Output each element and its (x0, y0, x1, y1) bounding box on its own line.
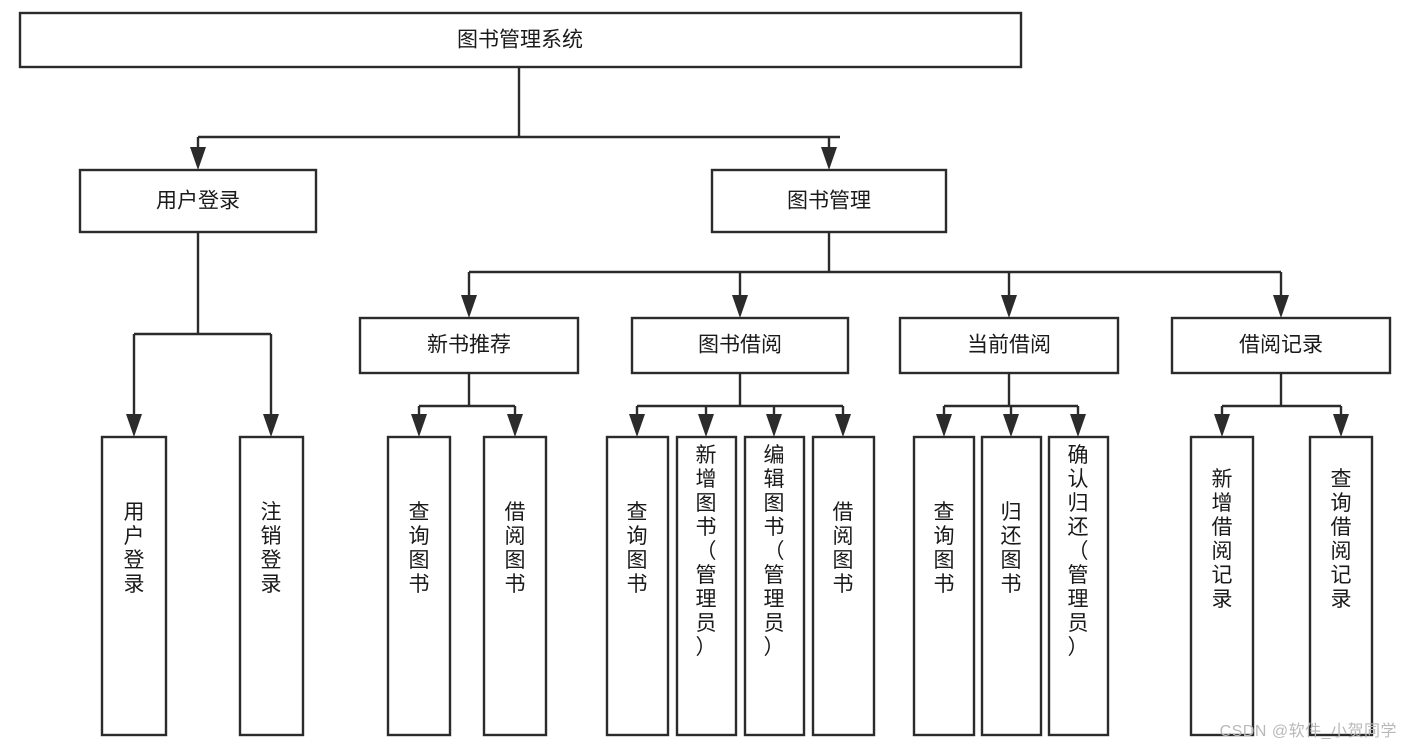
node-leaf-add-borrow-record-label: 新增借阅记录 (1212, 468, 1233, 611)
csdn-watermark: CSDN @软件_小贺同学 (1219, 723, 1397, 740)
arrow-icon (936, 414, 952, 437)
node-leaf-user-login-label: 用户登录 (124, 501, 145, 596)
connector-root-to-level1 (190, 67, 840, 170)
node-root[interactable]: 图书管理系统 (18, 11, 1023, 69)
node-leaf-borrow-book[interactable]: 借阅图书 (811, 435, 876, 737)
connector-book-borrow-to-leaves (629, 373, 851, 437)
node-book-borrow[interactable]: 图书借阅 (630, 316, 850, 375)
node-new-book-recommend-label: 新书推荐 (427, 334, 511, 357)
arrow-icon (732, 295, 748, 318)
connector-book-manage-to-level2 (461, 232, 1289, 318)
arrow-icon (1214, 414, 1230, 437)
arrow-icon (263, 414, 279, 437)
arrow-icon (190, 147, 206, 170)
node-leaf-add-book-admin-label: 新增图书（管理员） (696, 444, 717, 659)
arrow-icon (1333, 414, 1349, 437)
node-leaf-borrow-book-new-label: 借阅图书 (505, 501, 526, 596)
node-leaf-query-book-current-label: 查询图书 (934, 501, 955, 596)
node-current-borrow[interactable]: 当前借阅 (898, 316, 1120, 375)
node-user-login-label: 用户登录 (156, 190, 240, 213)
node-leaf-query-borrow-record[interactable]: 查询借阅记录 (1308, 435, 1374, 737)
node-leaf-logout-label: 注销登录 (261, 501, 282, 596)
node-leaf-add-borrow-record[interactable]: 新增借阅记录 (1189, 435, 1255, 737)
arrow-icon (1001, 295, 1017, 318)
arrow-icon (1003, 414, 1019, 437)
node-borrow-record[interactable]: 借阅记录 (1170, 316, 1392, 375)
node-leaf-return-book[interactable]: 归还图书 (980, 435, 1043, 737)
node-leaf-add-book-admin[interactable]: 新增图书（管理员） (675, 435, 738, 737)
node-leaf-query-book-new-label: 查询图书 (409, 501, 430, 596)
arrow-icon (126, 414, 142, 437)
arrow-icon (1273, 295, 1289, 318)
node-leaf-user-login[interactable]: 用户登录 (100, 435, 168, 737)
arrow-icon (461, 295, 477, 318)
node-book-manage-label: 图书管理 (787, 190, 871, 213)
node-leaf-logout[interactable]: 注销登录 (238, 435, 305, 737)
node-borrow-record-label: 借阅记录 (1239, 334, 1323, 357)
node-user-login[interactable]: 用户登录 (78, 168, 318, 234)
node-leaf-edit-book-admin[interactable]: 编辑图书（管理员） (743, 435, 806, 737)
arrow-icon (629, 414, 645, 437)
node-leaf-query-book-borrow-label: 查询图书 (627, 501, 648, 596)
node-leaf-confirm-return-admin-label: 确认归还（管理员） (1068, 444, 1089, 659)
arrow-icon (766, 414, 782, 437)
node-leaf-query-book-current[interactable]: 查询图书 (912, 435, 976, 737)
node-leaf-borrow-book-label: 借阅图书 (833, 501, 854, 596)
arrow-icon (1070, 414, 1086, 437)
node-root-label: 图书管理系统 (457, 29, 583, 52)
node-current-borrow-label: 当前借阅 (967, 334, 1051, 357)
connector-borrow-record-to-leaves (1214, 373, 1349, 437)
connector-user-login-to-leaves (126, 232, 279, 437)
node-leaf-edit-book-admin-label: 编辑图书（管理员） (764, 444, 785, 659)
arrow-icon (821, 147, 837, 170)
arrow-icon (507, 414, 523, 437)
arrow-icon (411, 414, 427, 437)
node-new-book-recommend[interactable]: 新书推荐 (358, 316, 580, 375)
node-leaf-return-book-label: 归还图书 (1001, 501, 1022, 596)
connector-new-book-to-leaves (411, 373, 523, 437)
node-leaf-confirm-return-admin[interactable]: 确认归还（管理员） (1047, 435, 1110, 737)
connector-current-borrow-to-leaves (936, 373, 1086, 437)
arrow-icon (835, 414, 851, 437)
arrow-icon (698, 414, 714, 437)
node-leaf-borrow-book-new[interactable]: 借阅图书 (482, 435, 548, 737)
node-leaf-query-book-borrow[interactable]: 查询图书 (605, 435, 670, 737)
node-leaf-query-book-new[interactable]: 查询图书 (386, 435, 452, 737)
node-book-manage[interactable]: 图书管理 (710, 168, 948, 234)
node-book-borrow-label: 图书借阅 (698, 334, 782, 357)
node-leaf-query-borrow-record-label: 查询借阅记录 (1331, 468, 1352, 611)
